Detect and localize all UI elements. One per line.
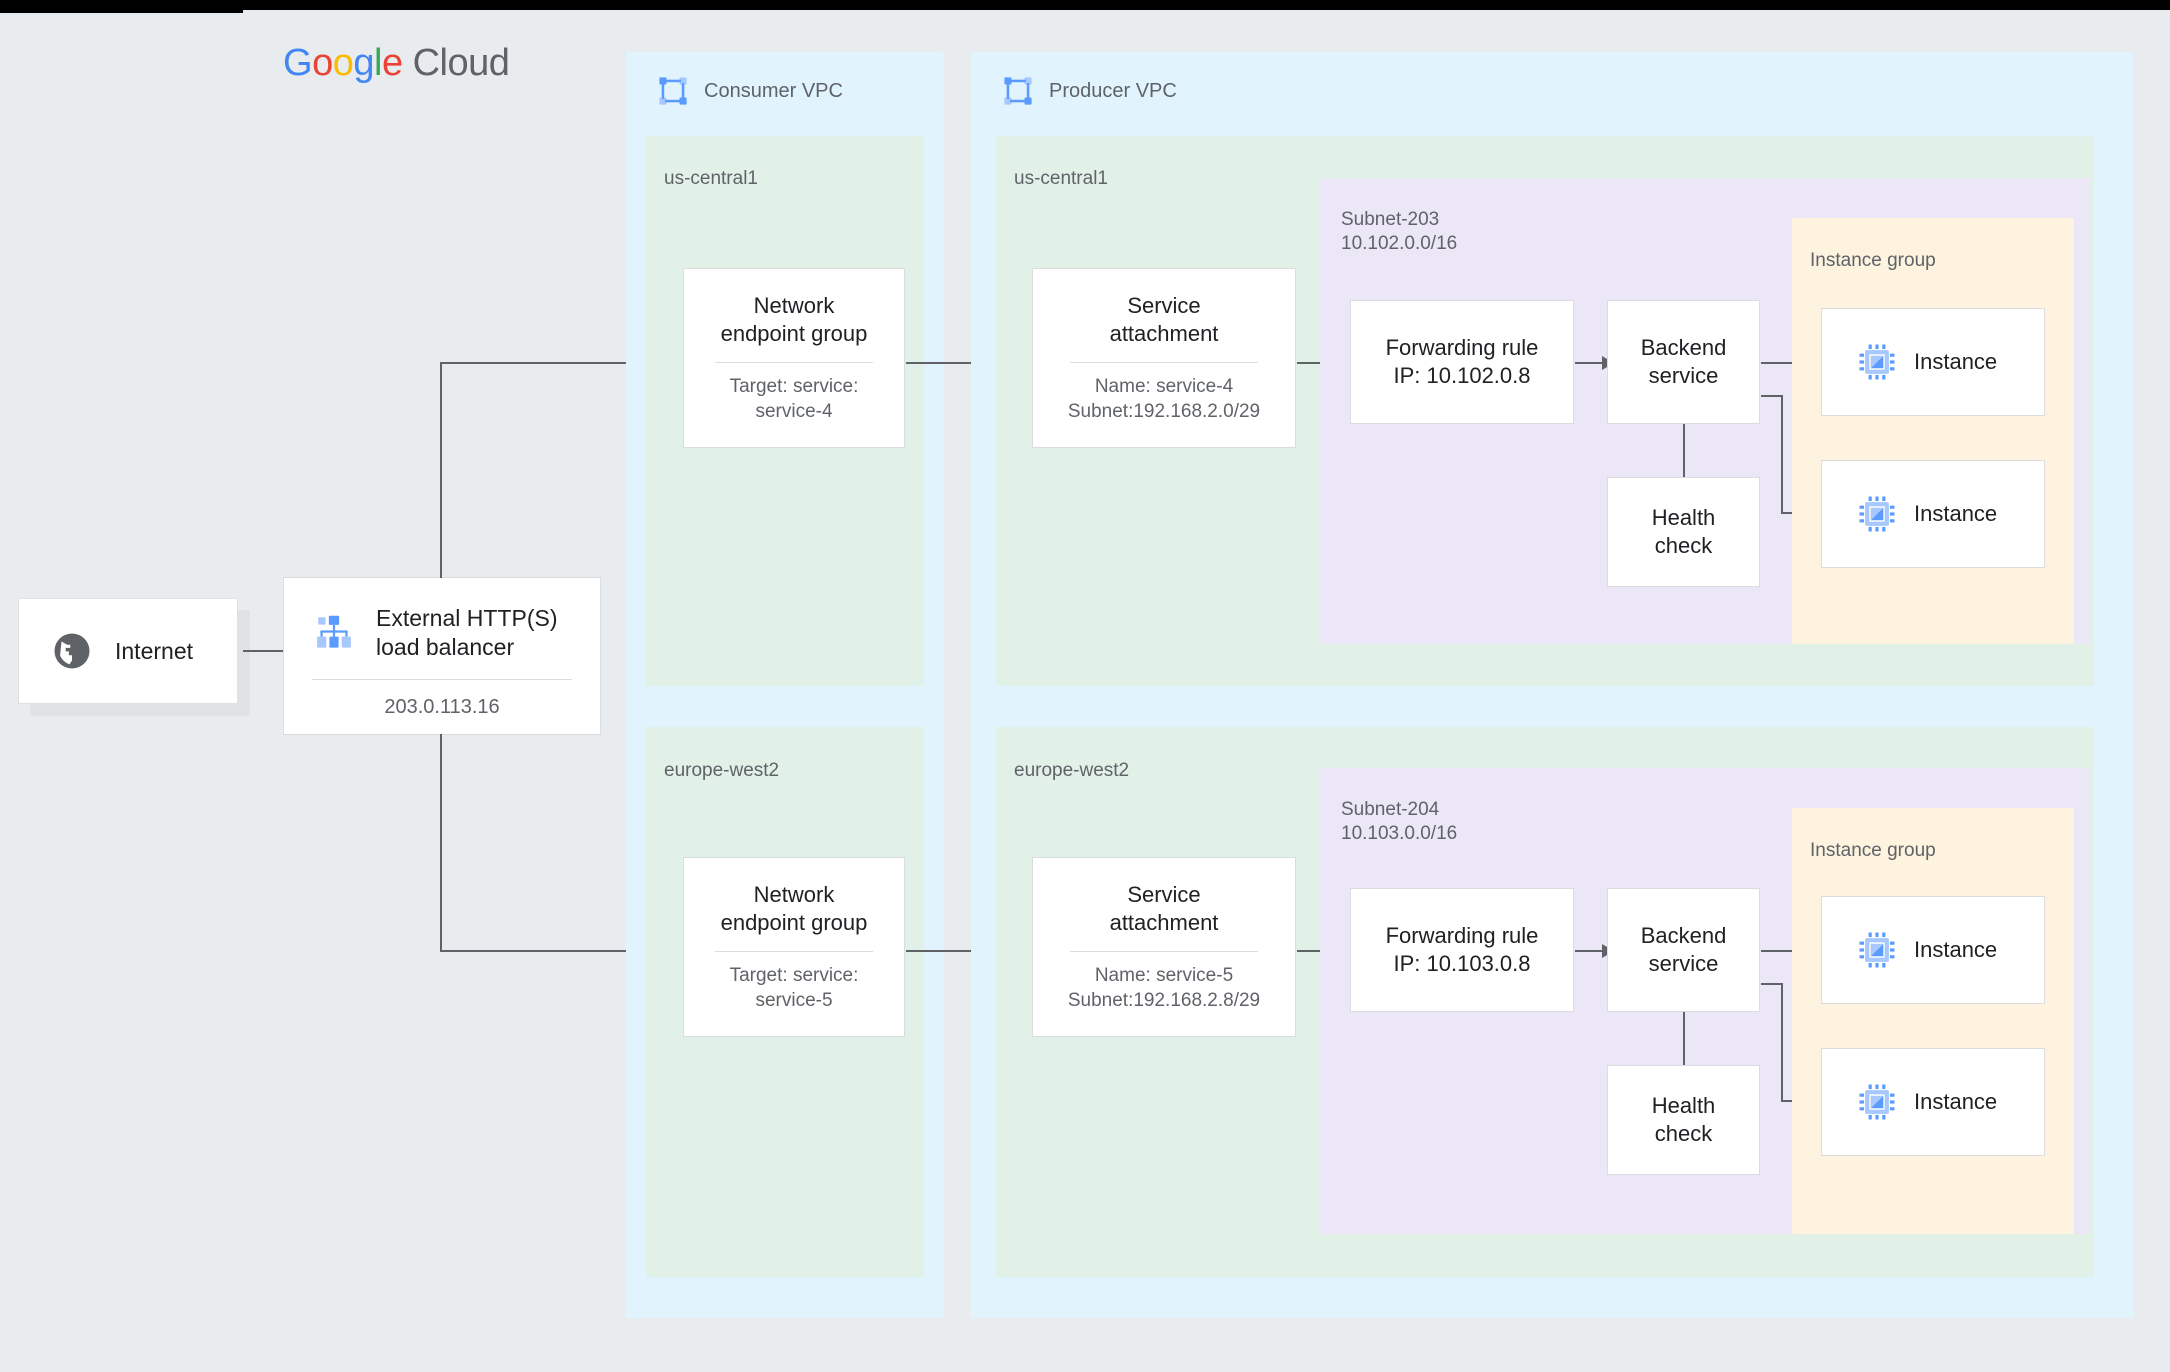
compute-instance-icon xyxy=(1856,1081,1898,1123)
health-check-title-bottom: Health check xyxy=(1651,1092,1716,1146)
connector-bs-elbow-v-top xyxy=(1781,395,1783,513)
subnet-203-label: Subnet-203 10.102.0.0/16 xyxy=(1341,208,1457,257)
load-balancer-title: External HTTP(S) load balancer xyxy=(376,605,558,661)
compute-instance-icon xyxy=(1856,493,1898,535)
neg-divider-bottom xyxy=(714,950,874,952)
instance-2-europe-west2[interactable]: Instance xyxy=(1821,1048,2045,1156)
consumer-vpc-header: Consumer VPC xyxy=(656,74,843,108)
neg-subtext-bottom: Target: service: service-5 xyxy=(729,964,859,1011)
top-black-bar-right xyxy=(243,0,2170,10)
producer-vpc-header: Producer VPC xyxy=(1001,74,1177,108)
logo-letter-l: l xyxy=(373,42,382,84)
load-balancer-icon xyxy=(312,611,356,655)
instance-1-us-central1[interactable]: Instance xyxy=(1821,308,2045,416)
connector-bs-to-instance1-top xyxy=(1761,362,1813,364)
vpc-network-icon xyxy=(1001,74,1035,108)
connector-fr-to-bs-top xyxy=(1575,362,1607,364)
instance-group-label-top: Instance group xyxy=(1810,250,1936,271)
health-check-us-central1[interactable]: Health check xyxy=(1607,477,1760,587)
vpc-network-icon xyxy=(656,74,690,108)
connector-bs-elbow-h-top xyxy=(1761,395,1783,397)
backend-service-europe-west2[interactable]: Backend service xyxy=(1607,888,1760,1012)
health-check-title-top: Health check xyxy=(1651,504,1716,558)
instance-label: Instance xyxy=(1914,501,1998,526)
compute-instance-icon xyxy=(1856,341,1898,383)
connector-neg-to-sa-top xyxy=(906,362,1024,364)
internet-label: Internet xyxy=(115,637,193,664)
forwarding-rule-title-bottom: Forwarding rule IP: 10.103.0.8 xyxy=(1385,922,1539,976)
sa-divider-bottom xyxy=(1069,950,1259,952)
instance-group-label-bottom: Instance group xyxy=(1810,840,1936,861)
neg-title-top: Network endpoint group xyxy=(720,292,868,346)
globe-icon xyxy=(51,630,93,672)
backend-service-title-bottom: Backend service xyxy=(1640,922,1727,976)
sa-subtext-top: Name: service-4 Subnet:192.168.2.0/29 xyxy=(1067,375,1261,422)
logo-letter-e: e xyxy=(381,42,403,84)
sa-title-bottom: Service attachment xyxy=(1109,881,1219,935)
connector-bs-to-hc-top xyxy=(1683,424,1685,477)
network-endpoint-group-us-central1[interactable]: Network endpoint group Target: service: … xyxy=(683,268,905,448)
connector-lb-to-neg-top xyxy=(440,362,662,364)
producer-region-label-top: us-central1 xyxy=(1014,168,1108,189)
connector-bs-elbow-h-bottom xyxy=(1761,983,1783,985)
logo-letter-o1: o xyxy=(312,42,333,84)
connector-lb-up-riser xyxy=(440,362,442,578)
connector-lb-down-riser xyxy=(440,734,442,952)
consumer-region-label-top: us-central1 xyxy=(664,168,758,189)
connector-fr-to-bs-bottom xyxy=(1575,950,1607,952)
connector-bs-elbow-v-bottom xyxy=(1781,983,1783,1101)
external-http-load-balancer-node[interactable]: External HTTP(S) load balancer 203.0.113… xyxy=(283,577,601,735)
connector-neg-to-sa-bottom xyxy=(906,950,1024,952)
producer-vpc-title: Producer VPC xyxy=(1049,79,1177,102)
instance-label: Instance xyxy=(1914,1089,1998,1114)
forwarding-rule-title-top: Forwarding rule IP: 10.102.0.8 xyxy=(1385,334,1539,388)
compute-instance-icon xyxy=(1856,929,1898,971)
instance-1-europe-west2[interactable]: Instance xyxy=(1821,896,2045,1004)
connector-lb-to-neg-bottom xyxy=(440,950,662,952)
backend-service-title-top: Backend service xyxy=(1640,334,1727,388)
sa-subtext-bottom: Name: service-5 Subnet:192.168.2.8/29 xyxy=(1067,964,1261,1011)
instance-2-us-central1[interactable]: Instance xyxy=(1821,460,2045,568)
subnet-204-name: Subnet-204 xyxy=(1341,799,1440,820)
producer-region-label-bottom: europe-west2 xyxy=(1014,760,1130,781)
top-black-bar-left xyxy=(0,0,243,13)
instance-group-us-central1 xyxy=(1792,218,2074,644)
backend-service-us-central1[interactable]: Backend service xyxy=(1607,300,1760,424)
logo-letter-g2: g xyxy=(353,42,374,84)
service-attachment-europe-west2[interactable]: Service attachment Name: service-5 Subne… xyxy=(1032,857,1296,1037)
service-attachment-us-central1[interactable]: Service attachment Name: service-4 Subne… xyxy=(1032,268,1296,448)
instance-label: Instance xyxy=(1914,937,1998,962)
instance-label: Instance xyxy=(1914,349,1998,374)
subnet-204-label: Subnet-204 10.103.0.0/16 xyxy=(1341,798,1457,847)
internet-node[interactable]: Internet xyxy=(18,598,238,704)
neg-divider-top xyxy=(714,361,874,363)
load-balancer-ip: 203.0.113.16 xyxy=(384,695,500,718)
sa-title-top: Service attachment xyxy=(1109,292,1219,346)
forwarding-rule-europe-west2[interactable]: Forwarding rule IP: 10.103.0.8 xyxy=(1350,888,1574,1012)
consumer-region-label-bottom: europe-west2 xyxy=(664,760,780,781)
consumer-vpc-title: Consumer VPC xyxy=(704,79,843,102)
connector-bs-to-instance1-bottom xyxy=(1761,950,1813,952)
subnet-203-cidr: 10.102.0.0/16 xyxy=(1341,233,1458,255)
logo-cloud-word: Cloud xyxy=(412,42,510,84)
logo-letter-g1: G xyxy=(283,42,313,84)
forwarding-rule-us-central1[interactable]: Forwarding rule IP: 10.102.0.8 xyxy=(1350,300,1574,424)
connector-internet-to-lb xyxy=(243,650,285,652)
neg-title-bottom: Network endpoint group xyxy=(720,881,868,935)
load-balancer-divider xyxy=(312,678,572,680)
instance-group-europe-west2 xyxy=(1792,808,2074,1234)
network-endpoint-group-europe-west2[interactable]: Network endpoint group Target: service: … xyxy=(683,857,905,1037)
health-check-europe-west2[interactable]: Health check xyxy=(1607,1065,1760,1175)
subnet-203-name: Subnet-203 xyxy=(1341,209,1440,230)
neg-subtext-top: Target: service: service-4 xyxy=(729,375,859,422)
logo-letter-o2: o xyxy=(332,42,354,84)
connector-bs-to-hc-bottom xyxy=(1683,1012,1685,1065)
subnet-204-cidr: 10.103.0.0/16 xyxy=(1341,823,1458,845)
sa-divider-top xyxy=(1069,361,1259,363)
